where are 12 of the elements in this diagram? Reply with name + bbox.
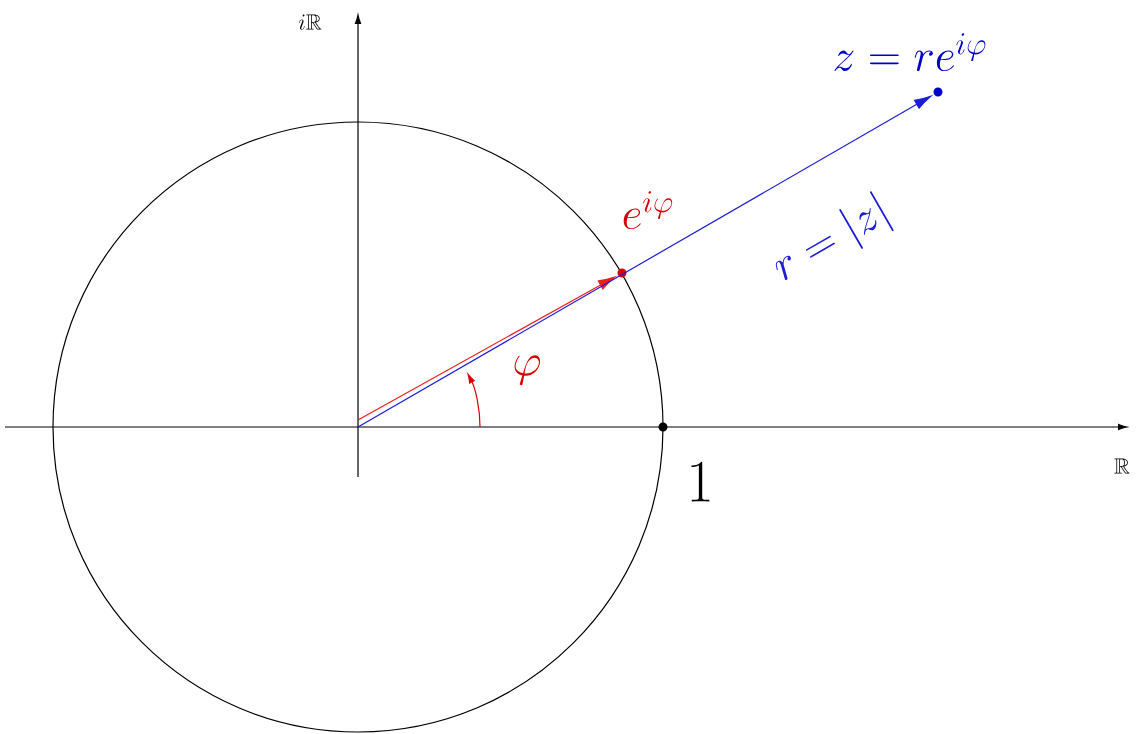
arrow xyxy=(357,276,616,421)
point xyxy=(933,87,943,97)
arrow xyxy=(357,95,932,428)
axis-label: $i\mathbb{R}$ xyxy=(298,14,322,30)
axis-label: $\mathbb{R}$ xyxy=(1114,458,1130,474)
point xyxy=(617,268,627,278)
point-label: $1$ xyxy=(691,461,710,502)
point xyxy=(658,422,668,432)
point-label: $e^{i\varphi}$ xyxy=(623,191,673,230)
axis-label: $\varphi$ xyxy=(514,355,541,386)
point-label: $z = re^{i\varphi}$ xyxy=(834,33,986,72)
edge-label: $r = |z|$ xyxy=(775,191,894,281)
